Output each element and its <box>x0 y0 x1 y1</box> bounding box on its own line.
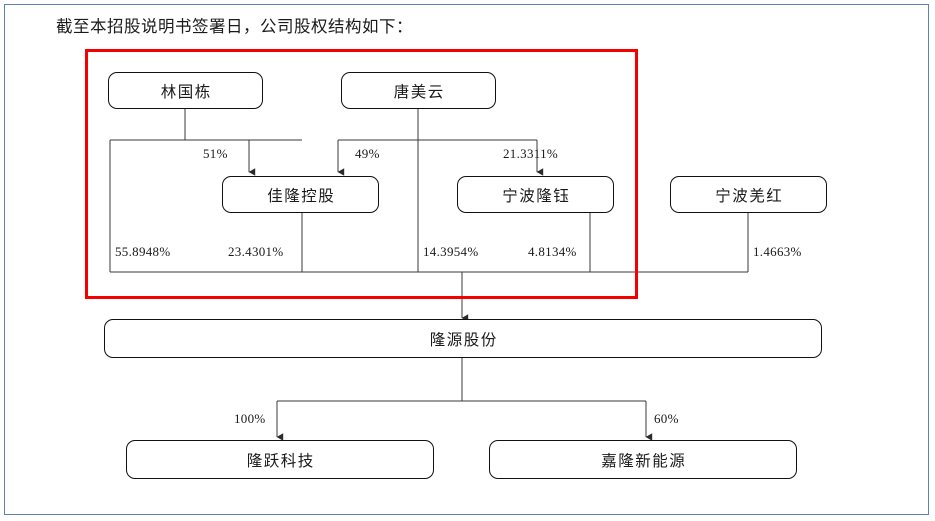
highlight-rectangle <box>85 49 638 299</box>
page-title: 截至本招股说明书签署日，公司股权结构如下： <box>56 17 413 36</box>
edge-label-tang-to-longyuan: 14.3954% <box>423 244 479 259</box>
node-ningbo-longyu[interactable]: 宁波隆钰 <box>457 176 614 213</box>
edge-label-longyuan-to-longyue: 100% <box>234 411 266 426</box>
node-jialong-holding[interactable]: 佳隆控股 <box>222 176 379 213</box>
edge-label-tang-to-jialong: 49% <box>355 146 380 161</box>
node-label: 隆跃科技 <box>246 452 315 470</box>
edge-label-longyuan-to-jialongxin: 60% <box>654 411 679 426</box>
edge-label-ningboqianghong-to-longyuan: 1.4663% <box>753 244 802 259</box>
node-longyuan-shares[interactable]: 隆源股份 <box>104 319 822 358</box>
node-jialong-new-energy[interactable]: 嘉隆新能源 <box>489 440 797 479</box>
node-label: 隆源股份 <box>429 331 498 349</box>
edge-label-lin-to-longyuan: 55.8948% <box>115 244 171 259</box>
edge-label-ningbolongyu-to-longyuan: 4.8134% <box>528 244 577 259</box>
node-label: 宁波隆钰 <box>502 187 571 205</box>
node-label: 唐美云 <box>393 83 445 101</box>
node-label: 宁波羌红 <box>715 187 784 205</box>
edge-label-jialong-to-longyuan: 23.4301% <box>228 244 284 259</box>
node-ningbo-qianghong[interactable]: 宁波羌红 <box>670 176 827 213</box>
edge-label-lin-to-jialong: 51% <box>203 146 228 161</box>
node-label: 嘉隆新能源 <box>601 452 687 470</box>
node-label: 佳隆控股 <box>267 187 336 205</box>
node-longyue-tech[interactable]: 隆跃科技 <box>126 440 434 479</box>
node-tang-meiyun[interactable]: 唐美云 <box>341 72 496 109</box>
edge-label-tang-to-ningbolongyu: 21.3311% <box>503 146 558 161</box>
node-label: 林国栋 <box>160 83 212 101</box>
